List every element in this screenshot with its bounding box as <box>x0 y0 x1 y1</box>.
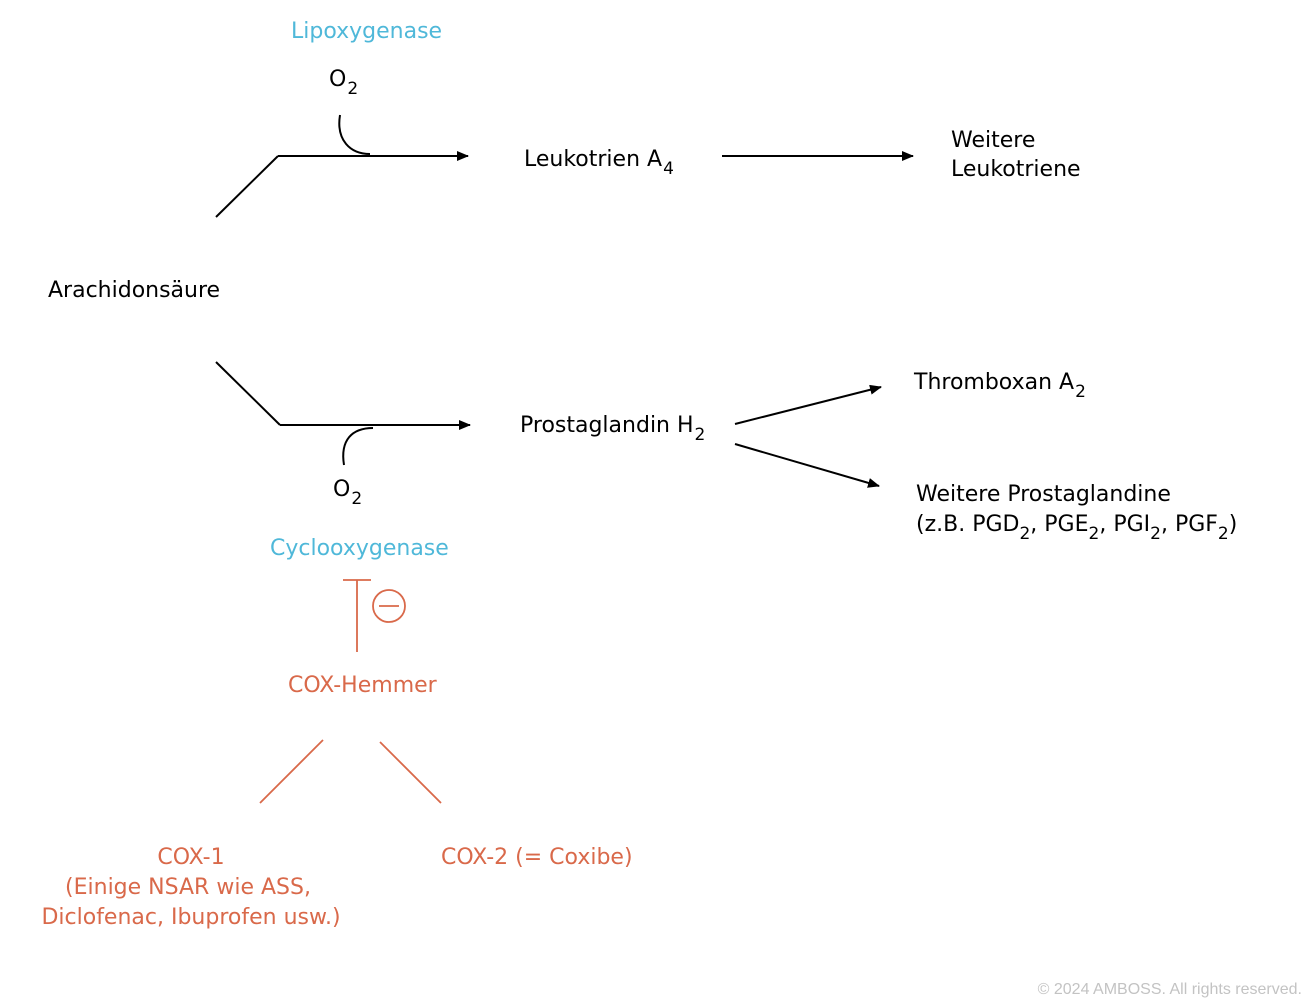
cyclooxygenase-label: Cyclooxygenase <box>270 536 449 561</box>
cox-inhibitor-label: COX-Hemmer <box>288 673 438 698</box>
cox2-branch-line <box>379 741 442 804</box>
further-prostaglandins-line2: (z.B. PGD2, PGE2, PGI2, PGF2) <box>916 512 1237 544</box>
cox1-examples-line2: Diclofenac, Ibuprofen usw.) <box>41 905 340 930</box>
copyright-notice: © 2024 AMBOSS. All rights reserved. <box>1038 981 1302 998</box>
cox1-label: COX-1 <box>157 845 224 870</box>
thromboxane-arrow <box>734 384 882 425</box>
prostaglandins-arrow <box>734 443 880 488</box>
cox-branch-line <box>215 361 281 426</box>
leukotriene-a4-label: Leukotrien A4 <box>524 147 674 179</box>
cox-oxygen-label: O2 <box>333 477 362 509</box>
minus-circle-icon <box>372 589 406 623</box>
further-leukotrienes-line1: Weitere <box>951 128 1035 153</box>
lox-branch-line <box>215 155 279 218</box>
lox-oxygen-curve <box>338 114 371 155</box>
lox-oxygen-label: O2 <box>329 67 358 99</box>
prostaglandin-h2-label: Prostaglandin H2 <box>520 413 705 445</box>
cox1-branch-line <box>259 739 324 804</box>
cox2-label: COX-2 (= Coxibe) <box>441 845 633 870</box>
further-leukotrienes-line2: Leukotriene <box>951 157 1081 182</box>
lipoxygenase-label: Lipoxygenase <box>291 19 442 44</box>
substrate-label: Arachidonsäure <box>48 278 220 303</box>
cox1-examples-line1: (Einige NSAR wie ASS, <box>65 875 311 900</box>
thromboxane-a2-label: Thromboxan A2 <box>913 370 1086 402</box>
cox-oxygen-curve <box>342 427 374 466</box>
further-prostaglandins-line1: Weitere Prostaglandine <box>916 482 1171 507</box>
